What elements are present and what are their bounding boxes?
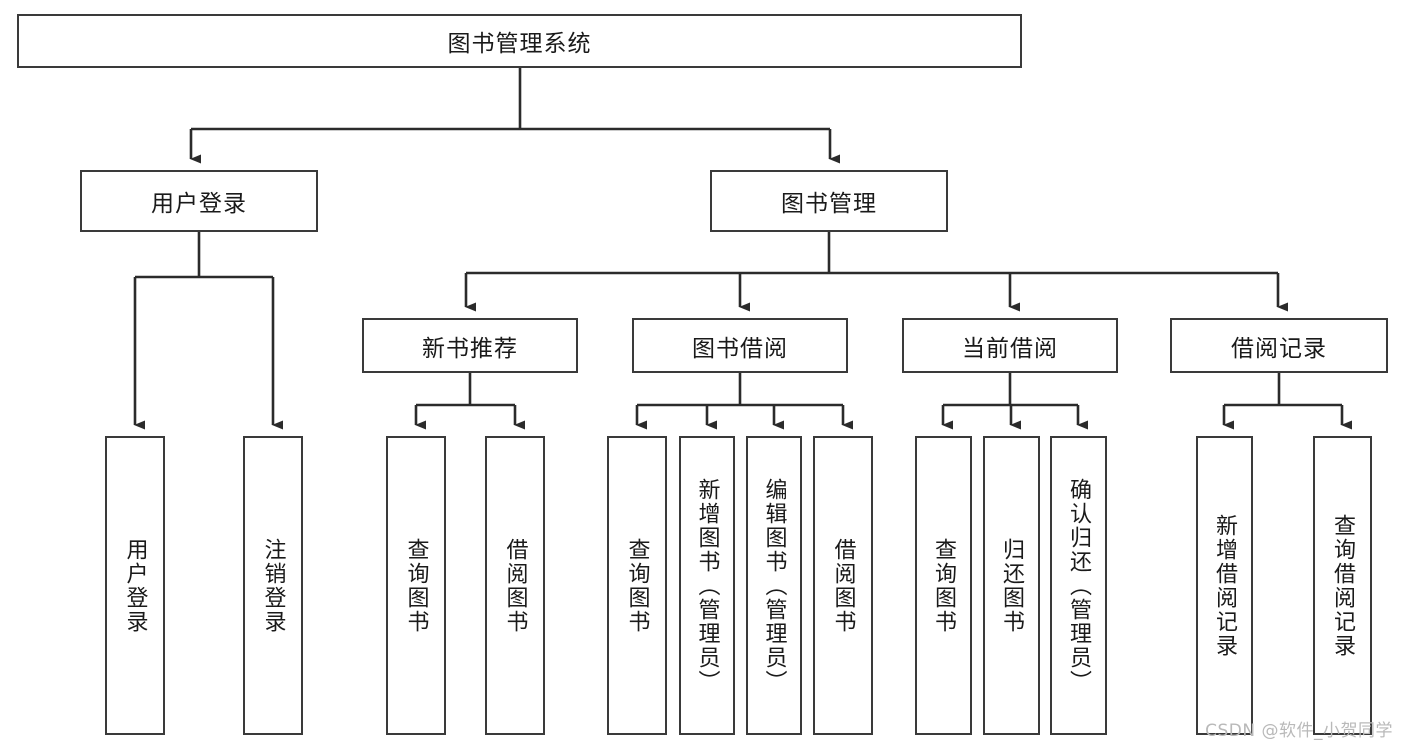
node-leaf-user-login[interactable]: 用户登录 [105,436,165,735]
node-borrow-record[interactable]: 借阅记录 [1170,318,1388,373]
node-book-borrow[interactable]: 图书借阅 [632,318,848,373]
node-leaf-confirm-return-admin[interactable]: 确认归还（管理员） [1050,436,1107,735]
node-leaf-edit-book-admin[interactable]: 编辑图书（管理员） [746,436,802,735]
node-leaf-query-book-recommend[interactable]: 查询图书 [386,436,446,735]
node-leaf-query-borrow-record[interactable]: 查询借阅记录 [1313,436,1372,735]
node-leaf-add-book-admin[interactable]: 新增图书（管理员） [679,436,735,735]
node-leaf-borrow-book-recommend[interactable]: 借阅图书 [485,436,545,735]
node-book-management[interactable]: 图书管理 [710,170,948,232]
node-leaf-add-borrow-record[interactable]: 新增借阅记录 [1196,436,1253,735]
node-root-system[interactable]: 图书管理系统 [17,14,1022,68]
node-leaf-query-book-current[interactable]: 查询图书 [915,436,972,735]
node-user-login[interactable]: 用户登录 [80,170,318,232]
node-leaf-query-book-borrow[interactable]: 查询图书 [607,436,667,735]
watermark-text: CSDN @软件_小贺同学 [1205,721,1393,741]
node-leaf-logout[interactable]: 注销登录 [243,436,303,735]
node-new-book-recommend[interactable]: 新书推荐 [362,318,578,373]
node-leaf-borrow-book[interactable]: 借阅图书 [813,436,873,735]
node-leaf-return-book[interactable]: 归还图书 [983,436,1040,735]
node-current-borrow[interactable]: 当前借阅 [902,318,1118,373]
